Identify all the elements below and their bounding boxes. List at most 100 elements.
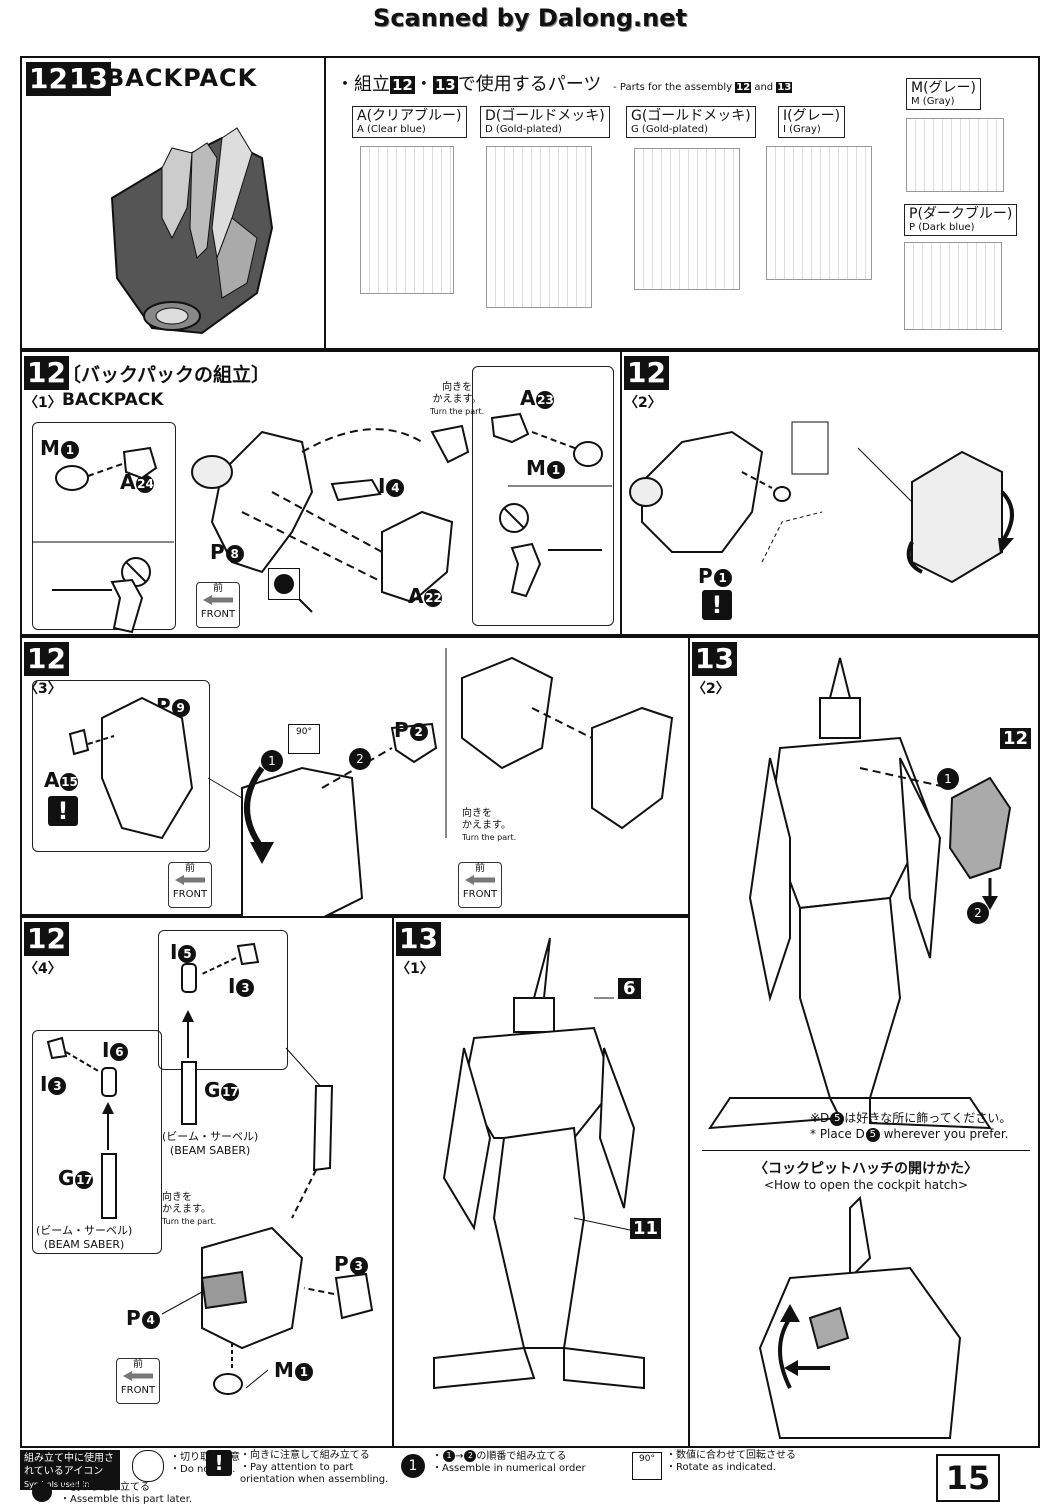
legend-item-orientation-en: ・Pay attention to part orientation when … xyxy=(240,1462,389,1485)
step-13-1-ref-6: 6 xyxy=(618,978,641,999)
label-i4-num: 4 xyxy=(386,478,405,497)
front-badge-12-1: 前 FRONT xyxy=(196,582,240,628)
front-badge-12-3a-ja: 前 xyxy=(185,863,195,874)
step-12-4-diagram xyxy=(46,942,374,1395)
saber-label-right-en: (BEAM SABER) xyxy=(169,1144,251,1157)
parts-intro-ja-tail: で使用するパーツ xyxy=(457,74,602,95)
label-p3-num: 3 xyxy=(349,1256,368,1275)
parts-intro-step-12: 12 xyxy=(390,76,415,94)
parts-intro-en-prefix: - Parts for the assembly xyxy=(613,82,733,93)
label-p2-letter: P xyxy=(394,718,409,742)
label-g17a-letter: G xyxy=(204,1078,221,1102)
front-badge-12-3a: 前 FRONT xyxy=(168,862,212,908)
part-d-label: D(ゴールドメッキ)D (Gold-plated) xyxy=(480,106,610,138)
label-m1-num: 1 xyxy=(60,440,79,459)
step-number-13: 13 xyxy=(66,62,111,96)
step-12-3-number: 12 xyxy=(24,642,69,676)
hatch-title-en: <How to open the cockpit hatch> xyxy=(763,1178,969,1192)
turn-note-12-3-en: Turn the part. xyxy=(462,833,517,842)
hatch-title-ja: 〈コックピットハッチの開けかた〉 xyxy=(754,1161,978,1177)
label-g17a-num: 17 xyxy=(221,1082,240,1101)
step-12-1-turn-box xyxy=(472,366,614,626)
legend-rotate-icon: 90° xyxy=(632,1452,662,1480)
label-m1b-letter: M xyxy=(526,456,546,480)
label-p1-num: 1 xyxy=(713,568,732,587)
step-13-1-gundam-diagram xyxy=(433,937,645,1390)
legend-item-later-en: ・Assemble this part later. xyxy=(60,1494,193,1505)
step-13-2-divider xyxy=(702,1150,1030,1151)
parts-intro-en-and: and xyxy=(754,82,774,93)
label-m1b-num: 1 xyxy=(546,460,565,479)
label-p8-letter: P xyxy=(210,540,225,564)
step-12-1-en-title: BACKPACK xyxy=(62,390,164,410)
legend-item-rotate-ja: ・数値に合わせて回転させる xyxy=(666,1450,796,1461)
step-13-2-note-ja-tail: は好きな所に飾ってください。 xyxy=(844,1111,1012,1125)
legend-item-order-en: ・Assemble in numerical order xyxy=(432,1463,586,1474)
legend-no-cut-icon xyxy=(132,1450,164,1482)
part-p-en: P (Dark blue) xyxy=(909,222,975,233)
step-12-4-number: 12 xyxy=(24,922,69,956)
part-i-label: I(グレー)I (Gray) xyxy=(778,106,846,138)
label-a24-letter: A xyxy=(120,470,136,494)
turn-note-12-4: 向きを かえます。 Turn the part. xyxy=(162,1180,216,1240)
rotate-deg: 90° xyxy=(296,727,312,737)
part-m-sprue xyxy=(906,118,1004,192)
part-m-label: M(グレー)M (Gray) xyxy=(906,78,982,110)
parts-intro-ja: ・組立 xyxy=(336,74,390,95)
legend-order-n2: 2 xyxy=(464,1450,477,1462)
label-a15-letter: A xyxy=(44,768,60,792)
legend-item-rotate-en: ・Rotate as indicated. xyxy=(666,1462,776,1473)
label-p4-letter: P xyxy=(126,1306,141,1330)
saber-label-left-en: (BEAM SABER) xyxy=(43,1238,125,1251)
backpack-illustration xyxy=(110,127,274,335)
label-g17b-num: 17 xyxy=(75,1170,94,1189)
scan-credit: Scanned by Dalong.net xyxy=(373,4,687,32)
assemble-later-icon xyxy=(268,568,300,600)
part-p-sprue xyxy=(904,242,1002,330)
rotate-90-icon: 90° xyxy=(288,724,320,754)
turn-note-ja: 向きを かえます。 xyxy=(432,382,482,405)
parts-intro-en-step-12: 12 xyxy=(735,82,752,93)
part-a-label: A(クリアブルー)A (Clear blue) xyxy=(352,106,467,138)
orientation-warning-icon: ! xyxy=(702,590,732,620)
header-panel: 12 13 BACKPACK xyxy=(20,56,326,350)
step-12-4-sub: 〈4〉 xyxy=(24,961,62,977)
part-i-en: I (Gray) xyxy=(783,124,821,135)
step-12-2-sub: 〈2〉 xyxy=(624,395,662,411)
part-g-ja: G(ゴールドメッキ) xyxy=(631,108,751,124)
front-badge-12-3b-en: FRONT xyxy=(462,889,498,900)
front-arrow-icon xyxy=(465,875,495,885)
legend-title-ja: 組み立て中に使用されているアイコン xyxy=(24,1453,114,1477)
front-arrow-icon xyxy=(175,875,205,885)
page-number: 15 xyxy=(936,1454,1000,1502)
saber-box-right xyxy=(158,930,288,1070)
turn-note-12-1: 向きを かえます。 Turn the part. xyxy=(430,370,484,430)
legend-item-later: ・後から組み立てる ・Assemble this part later. xyxy=(60,1482,192,1506)
step-13-1-number: 13 xyxy=(396,922,441,956)
part-a-ja: A(クリアブルー) xyxy=(357,108,462,124)
step-12-1-ja-title: 〔バックパックの組立〕 xyxy=(62,364,271,386)
legend-order-n1: 1 xyxy=(443,1450,455,1462)
front-badge-12-3b-ja: 前 xyxy=(475,863,485,874)
front-arrow-icon xyxy=(123,1371,153,1381)
saber-box-left xyxy=(32,1030,162,1254)
step-13-2-note-en-tail: wherever you prefer. xyxy=(879,1127,1009,1141)
label-a15-num: 15 xyxy=(60,772,79,791)
legend-dot-icon xyxy=(32,1482,52,1502)
hatch-diagram xyxy=(758,1195,962,1439)
step-13-2-order-1: 1 xyxy=(937,768,959,790)
